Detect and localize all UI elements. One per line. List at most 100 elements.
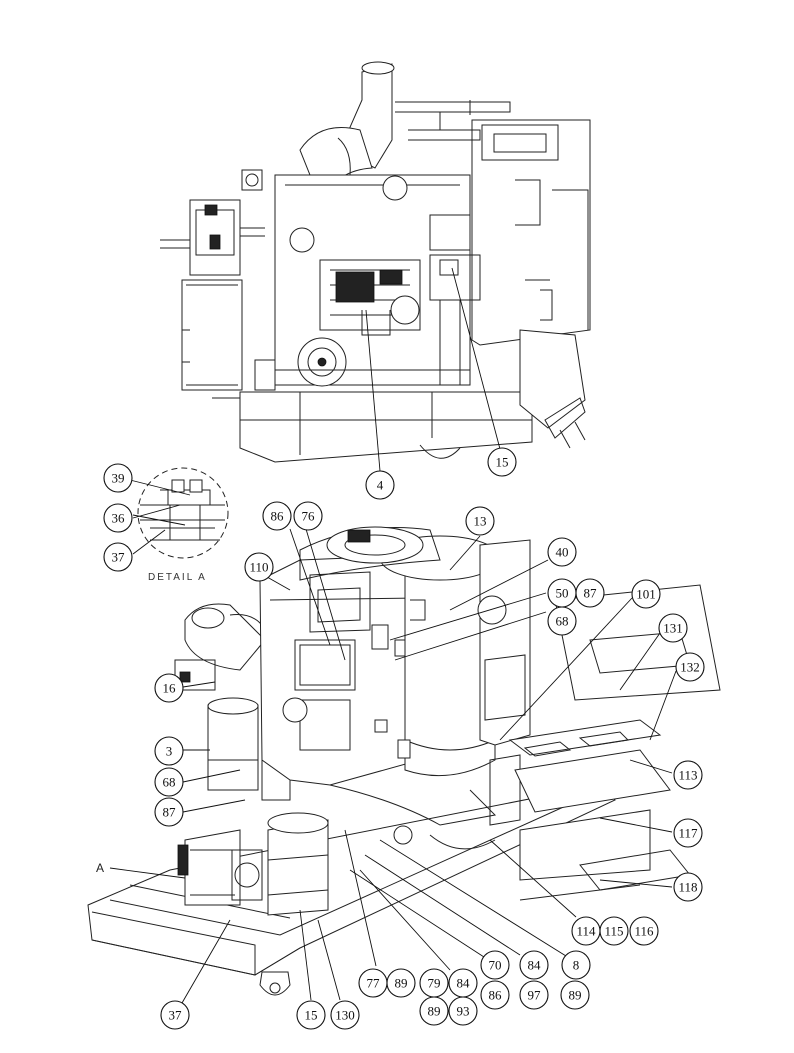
callout-number: 68 xyxy=(556,614,569,629)
callout-c-115: 115 xyxy=(599,916,629,946)
detail-a-marker: A xyxy=(96,861,104,875)
callout-c-89b: 89 xyxy=(560,980,590,1010)
callout-c-8: 8 xyxy=(561,950,591,980)
callout-bubble xyxy=(519,980,549,1010)
callout-number: 13 xyxy=(474,514,487,529)
callout-number: 39 xyxy=(112,471,125,486)
callout-bubble xyxy=(560,980,590,1010)
callout-bubble xyxy=(480,980,510,1010)
callout-number: 37 xyxy=(169,1008,183,1023)
callout-c-68b: 68 xyxy=(154,767,184,797)
callout-number: 89 xyxy=(395,976,408,991)
callout-number: 15 xyxy=(305,1008,318,1023)
callout-c-89c: 89 xyxy=(419,996,449,1026)
callout-number: 86 xyxy=(271,509,285,524)
callout-bubble xyxy=(154,673,184,703)
callout-number: 70 xyxy=(489,958,502,973)
callout-number: 84 xyxy=(528,958,542,973)
callout-c-13: 13 xyxy=(465,506,495,536)
callout-c-15b: 15 xyxy=(296,1000,326,1030)
callout-number: 37 xyxy=(112,550,126,565)
callout-c-113: 113 xyxy=(673,760,703,790)
callout-number: 101 xyxy=(636,587,656,602)
callout-c-84: 84 xyxy=(519,950,549,980)
callout-c-117: 117 xyxy=(673,818,703,848)
callout-bubble xyxy=(448,996,478,1026)
callout-number: 89 xyxy=(428,1004,441,1019)
callout-bubble xyxy=(658,613,688,643)
callout-c-93: 93 xyxy=(448,996,478,1026)
callout-number: 89 xyxy=(569,988,582,1003)
callout-number: 113 xyxy=(678,768,697,783)
callout-bubble xyxy=(154,767,184,797)
callout-c-79: 79 xyxy=(419,968,449,998)
callout-bubble xyxy=(547,537,577,567)
callout-bubble xyxy=(262,501,292,531)
callout-group: 4 15 39 36 37 86 76 13 40 110 50 87 68 101 131 132 16 3 68… xyxy=(103,447,705,1030)
callout-c-84b: 84 xyxy=(448,968,478,998)
callout-number: 3 xyxy=(166,744,173,759)
callout-c-110: 110 xyxy=(244,552,274,582)
callout-c-89a: 89 xyxy=(386,968,416,998)
callout-bubble xyxy=(244,552,274,582)
callout-bubble xyxy=(519,950,549,980)
callout-c-87a: 87 xyxy=(575,578,605,608)
callout-bubble xyxy=(103,463,133,493)
callout-c-36: 36 xyxy=(103,503,133,533)
callout-bubble xyxy=(330,1000,360,1030)
callout-bubble xyxy=(103,503,133,533)
callout-number: 16 xyxy=(163,681,177,696)
callout-c-39: 39 xyxy=(103,463,133,493)
callout-number: 4 xyxy=(377,478,384,493)
callout-c-15a: 15 xyxy=(487,447,517,477)
callout-bubble xyxy=(480,950,510,980)
callout-bubble xyxy=(575,578,605,608)
callout-c-118: 118 xyxy=(673,872,703,902)
callout-number: 76 xyxy=(302,509,316,524)
callout-bubble xyxy=(293,501,323,531)
callout-c-116: 116 xyxy=(629,916,659,946)
callout-bubble xyxy=(561,950,591,980)
callout-bubble xyxy=(675,652,705,682)
callout-c-16: 16 xyxy=(154,673,184,703)
callout-bubble xyxy=(631,579,661,609)
callout-number: 87 xyxy=(163,805,177,820)
callout-c-37a: 37 xyxy=(103,542,133,572)
callout-number: 115 xyxy=(604,924,623,939)
callout-bubble xyxy=(673,872,703,902)
callout-c-77: 77 xyxy=(358,968,388,998)
callout-bubble xyxy=(154,736,184,766)
callout-number: 132 xyxy=(680,660,700,675)
callout-number: 131 xyxy=(663,621,683,636)
callout-number: 87 xyxy=(584,586,598,601)
callout-c-70: 70 xyxy=(480,950,510,980)
callout-c-132: 132 xyxy=(675,652,705,682)
callout-bubble xyxy=(103,542,133,572)
callout-bubble xyxy=(599,916,629,946)
callout-bubble xyxy=(673,818,703,848)
callout-c-37b: 37 xyxy=(160,1000,190,1030)
callout-c-97: 97 xyxy=(519,980,549,1010)
callout-c-130: 130 xyxy=(330,1000,360,1030)
callout-number: 77 xyxy=(367,976,381,991)
callout-number: 118 xyxy=(678,880,697,895)
callout-bubble xyxy=(154,797,184,827)
detail-a-label: DETAIL A xyxy=(148,572,207,583)
callout-number: 93 xyxy=(457,1004,470,1019)
callout-bubble xyxy=(386,968,416,998)
callout-c-86b: 86 xyxy=(480,980,510,1010)
callout-number: 79 xyxy=(428,976,441,991)
callout-bubble xyxy=(629,916,659,946)
callout-c-50: 50 xyxy=(547,578,577,608)
callout-c-114: 114 xyxy=(571,916,601,946)
callout-number: 84 xyxy=(457,976,471,991)
callout-number: 8 xyxy=(573,958,580,973)
callout-number: 116 xyxy=(634,924,654,939)
callout-bubble xyxy=(487,447,517,477)
callout-c-86a: 86 xyxy=(262,501,292,531)
top-assembly-view xyxy=(160,61,591,463)
callout-number: 36 xyxy=(112,511,126,526)
callout-number: 40 xyxy=(556,545,569,560)
callout-bubble xyxy=(160,1000,190,1030)
